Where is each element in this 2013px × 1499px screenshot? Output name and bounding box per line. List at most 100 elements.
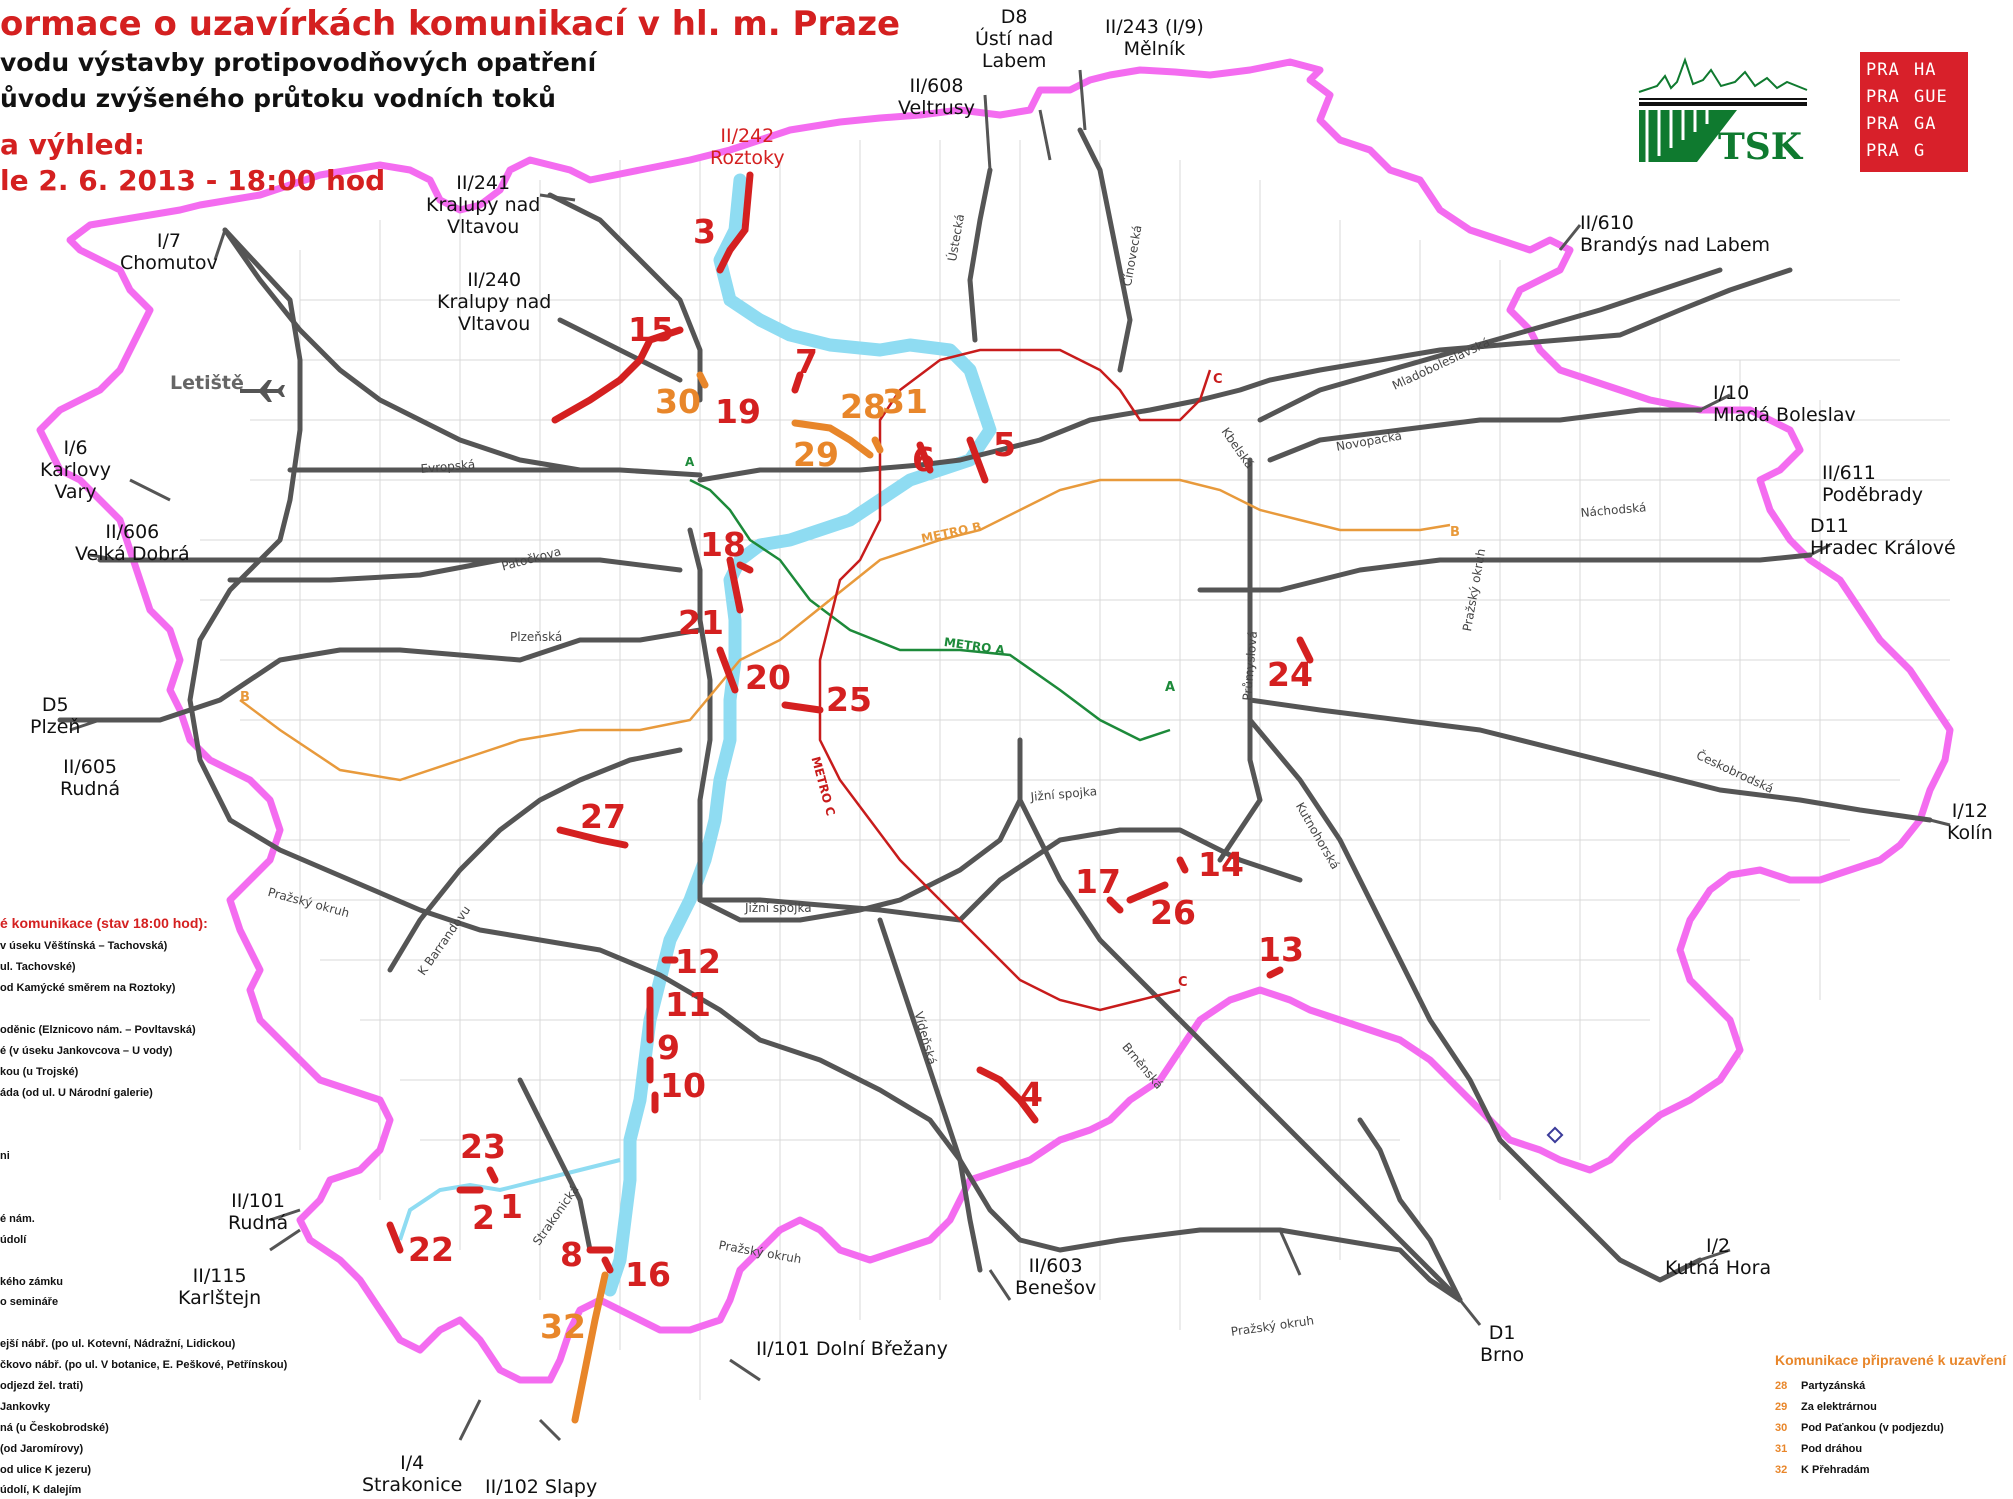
metro-c-end-label: C — [1178, 975, 1188, 990]
label-d11: D11 Hradec Králové — [1810, 515, 1956, 559]
closure-13: 13 — [1258, 930, 1304, 969]
metro-b-line — [239, 478, 1451, 782]
legend-planned-number: 29 — [1775, 1401, 1788, 1413]
legend-item: kého zámku — [0, 1276, 63, 1288]
header-line-2: ůvodu zvýšeného průtoku vodních toků — [0, 84, 556, 113]
metro-a-end-label: A — [1165, 680, 1176, 695]
planned-29: 29 — [793, 435, 839, 474]
legend-planned-heading: Komunikace připravené k uzavření — [1775, 1352, 2007, 1368]
legend-planned-name: Partyzánská — [1801, 1380, 1866, 1392]
tsk-logo — [1638, 56, 1808, 162]
closure-2: 2 — [472, 1198, 495, 1237]
closure-15: 15 — [628, 310, 674, 349]
metro-a-end-label: A — [685, 455, 695, 469]
label-ii102: II/102 Slapy — [485, 1476, 598, 1498]
closure-14: 14 — [1198, 845, 1244, 884]
metro-c-line — [818, 348, 1212, 1012]
closure-23: 23 — [460, 1127, 506, 1166]
label-ii603: II/603 Benešov — [1015, 1255, 1097, 1299]
legend-planned-number: 30 — [1775, 1422, 1788, 1434]
legend-item: ul. Tachovské) — [0, 961, 76, 973]
legend-item: Jankovky — [0, 1401, 51, 1413]
city-boundary — [36, 58, 1954, 1384]
label-i7: I/7 Chomutov — [120, 230, 218, 274]
planned-30: 30 — [655, 382, 701, 421]
header-line-1: vodu výstavby protipovodňových opatření — [0, 48, 597, 77]
praha-logo-text: PRA — [1866, 114, 1900, 134]
praha-logo-text: GUE — [1914, 87, 1948, 107]
closure-12: 12 — [675, 942, 721, 981]
label-i6: I/6 Karlovy Vary — [40, 437, 111, 503]
legend-planned-number: 31 — [1775, 1443, 1788, 1455]
legend-item: údolí — [0, 1234, 27, 1246]
closure-1: 1 — [500, 1187, 523, 1226]
label-d1: D1 Brno — [1480, 1322, 1525, 1366]
label-i10: I/10 Mladá Boleslav — [1713, 382, 1856, 426]
label-ii605: II/605 Rudná — [60, 756, 121, 800]
label-ii101-dolni-brezany: II/101 Dolní Břežany — [756, 1338, 948, 1360]
label-ii241: II/241 Kralupy nad Vltavou — [426, 172, 541, 238]
legend-item: ejší nábř. (po ul. Kotevní, Nádražní, Li… — [0, 1338, 236, 1350]
label-ii610: II/610 Brandýs nad Labem — [1580, 212, 1771, 256]
legend-item: ná (u Českobrodské) — [0, 1422, 109, 1434]
legend-planned-item: 30 Pod Paťankou (v podjezdu) — [1775, 1422, 1944, 1434]
label-ii242: II/242 Roztoky — [710, 125, 785, 169]
closure-7: 7 — [795, 342, 818, 381]
legend-item: (od Jaromírovy) — [0, 1443, 84, 1455]
legend-planned-name: Pod Paťankou (v podjezdu) — [1801, 1422, 1944, 1434]
label-ii243: II/243 (I/9) Mělník — [1105, 16, 1204, 60]
legend-planned-name: Pod dráhou — [1801, 1443, 1863, 1455]
closure-4: 4 — [1020, 1075, 1043, 1114]
closure-20: 20 — [745, 658, 791, 697]
praha-logo: PRA HA PRA GUE PRA GA PRA G — [1860, 52, 1968, 172]
praha-logo-text: GA — [1914, 114, 1937, 134]
legend-item: ni — [0, 1150, 10, 1162]
legend-closed-heading: é komunikace (stav 18:00 hod): — [0, 915, 208, 931]
legend-item: údolí, K dalejím — [0, 1484, 82, 1496]
closure-25: 25 — [826, 680, 872, 719]
closure-16: 16 — [625, 1255, 671, 1294]
legend-item: odjezd žel. trati) — [0, 1380, 84, 1392]
legend-item: v úseku Věštínská – Tachovská) — [0, 940, 168, 952]
label-airport: Letiště — [170, 372, 244, 394]
label-ii608: II/608 Veltrusy — [898, 75, 975, 119]
closure-18: 18 — [700, 525, 746, 564]
metro-a-line — [689, 478, 1171, 742]
legend-planned-number: 32 — [1775, 1464, 1788, 1476]
outbound-arrows — [69, 69, 1951, 1442]
legend-item: od Kamýcké směrem na Roztoky) — [0, 982, 176, 994]
airport-icon — [240, 380, 285, 402]
road-name: Plzeňská — [510, 630, 563, 644]
page-title: ormace o uzavírkách komunikací v hl. m. … — [0, 4, 901, 44]
praha-logo-text: PRA — [1866, 141, 1900, 161]
praha-logo-text: PRA — [1866, 87, 1900, 107]
metro-c-end-label: C — [1213, 372, 1223, 387]
closure-3: 3 — [693, 212, 716, 251]
closure-5: 5 — [993, 425, 1016, 464]
label-i2: I/2 Kutná Hora — [1665, 1235, 1772, 1279]
main-roads — [57, 127, 1933, 1303]
praha-logo-text: HA — [1914, 60, 1937, 80]
legend-item: áda (od ul. U Národní galerie) — [0, 1087, 153, 1099]
legend-planned-name: Za elektrárnou — [1801, 1401, 1877, 1413]
tsk-logo-text: TSK — [1718, 126, 1803, 168]
label-ii611: II/611 Poděbrady — [1822, 462, 1923, 506]
closure-11: 11 — [665, 985, 711, 1024]
legend-item: čkovo nábř. (po ul. V botanice, E. Peško… — [0, 1359, 288, 1371]
legend-item: od ulice K jezeru) — [0, 1464, 92, 1476]
closure-6: 6 — [912, 440, 935, 479]
planned-31: 31 — [882, 382, 928, 421]
label-ii606: II/606 Velká Dobrá — [75, 521, 190, 565]
label-d8: D8 Ústí nad Labem — [975, 6, 1054, 72]
closure-26: 26 — [1150, 893, 1196, 932]
closure-21: 21 — [678, 603, 724, 642]
closure-9: 9 — [657, 1028, 680, 1067]
closure-24: 24 — [1267, 655, 1313, 694]
closure-19: 19 — [715, 392, 761, 431]
legend-item: kou (u Trojské) — [0, 1066, 79, 1078]
legend-planned-name: K Přehradám — [1801, 1464, 1870, 1476]
closure-17: 17 — [1075, 862, 1121, 901]
planned-28: 28 — [840, 387, 886, 426]
praha-logo-text: G — [1914, 141, 1926, 161]
